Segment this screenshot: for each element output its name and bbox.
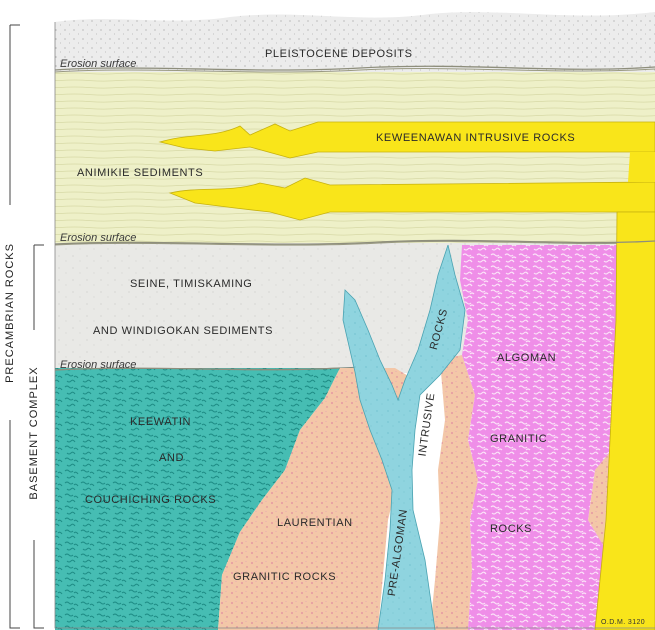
side-label-precambrian: PRECAMBRIAN ROCKS <box>4 243 16 383</box>
keewatin-label-line3: COUCHICHING ROCKS <box>85 494 216 506</box>
animikie-label: ANIMIKIE SEDIMENTS <box>77 167 203 179</box>
erosion-surface-label-1: Erosion surface <box>60 58 136 70</box>
algoman-label-line3: ROCKS <box>490 523 532 535</box>
pleistocene-label: PLEISTOCENE DEPOSITS <box>265 48 413 60</box>
algoman-label-line1: ALGOMAN <box>497 352 556 364</box>
seine-label-line2: AND WINDIGOKAN SEDIMENTS <box>93 325 273 337</box>
seine-label-line1: SEINE, TIMISKAMING <box>130 278 252 290</box>
laurentian-label-line2: GRANITIC ROCKS <box>233 571 336 583</box>
keewatin-label-line1: KEEWATIN <box>130 416 191 428</box>
keewatin-label-line2: AND <box>159 452 184 464</box>
erosion-surface-label-2: Erosion surface <box>60 232 136 244</box>
algoman-label-line2: GRANITIC <box>490 433 547 445</box>
pre-algoman-label-line2: INTRUSIVE <box>417 392 438 457</box>
erosion-surface-label-3: Erosion surface <box>60 359 136 371</box>
laurentian-label-line1: LAURENTIAN <box>277 517 353 529</box>
side-label-basement: BASEMENT COMPLEX <box>28 366 40 499</box>
keweenawan-label: KEWEENAWAN INTRUSIVE ROCKS <box>376 132 575 144</box>
credit-label: O.D.M. 3120 <box>601 619 645 626</box>
